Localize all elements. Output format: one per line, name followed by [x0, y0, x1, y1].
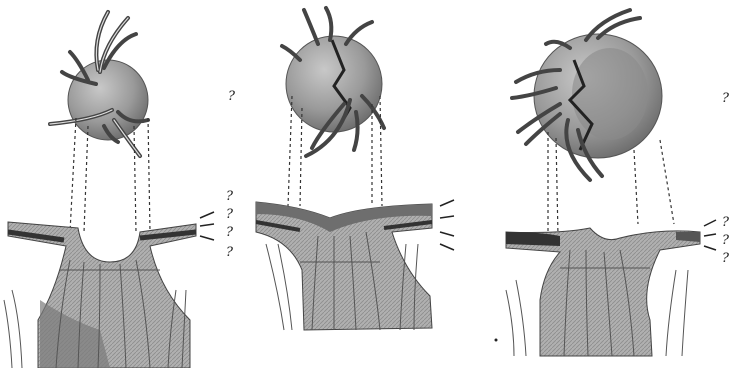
marks-middle — [440, 200, 454, 250]
label-left-d: ? — [226, 246, 233, 259]
tissue-middle — [256, 202, 432, 330]
ink-dot — [495, 339, 498, 342]
sphere-middle — [282, 8, 384, 156]
marks-left — [200, 212, 214, 240]
label-right-side: ? — [722, 92, 729, 105]
label-right-a: ? — [722, 216, 729, 229]
label-left-b: ? — [226, 208, 233, 221]
tissue-right — [506, 228, 700, 356]
figure-left — [4, 12, 214, 368]
sphere-right — [512, 10, 662, 180]
sphere-left — [50, 12, 148, 156]
label-left-side: ? — [228, 90, 235, 103]
marks-right — [704, 220, 716, 250]
tissue-left — [4, 222, 196, 368]
label-left-a: ? — [226, 190, 233, 203]
label-left-c: ? — [226, 226, 233, 239]
label-right-b: ? — [722, 234, 729, 247]
label-right-c: ? — [722, 252, 729, 265]
figure-right — [495, 10, 717, 356]
figure-middle — [256, 8, 454, 330]
